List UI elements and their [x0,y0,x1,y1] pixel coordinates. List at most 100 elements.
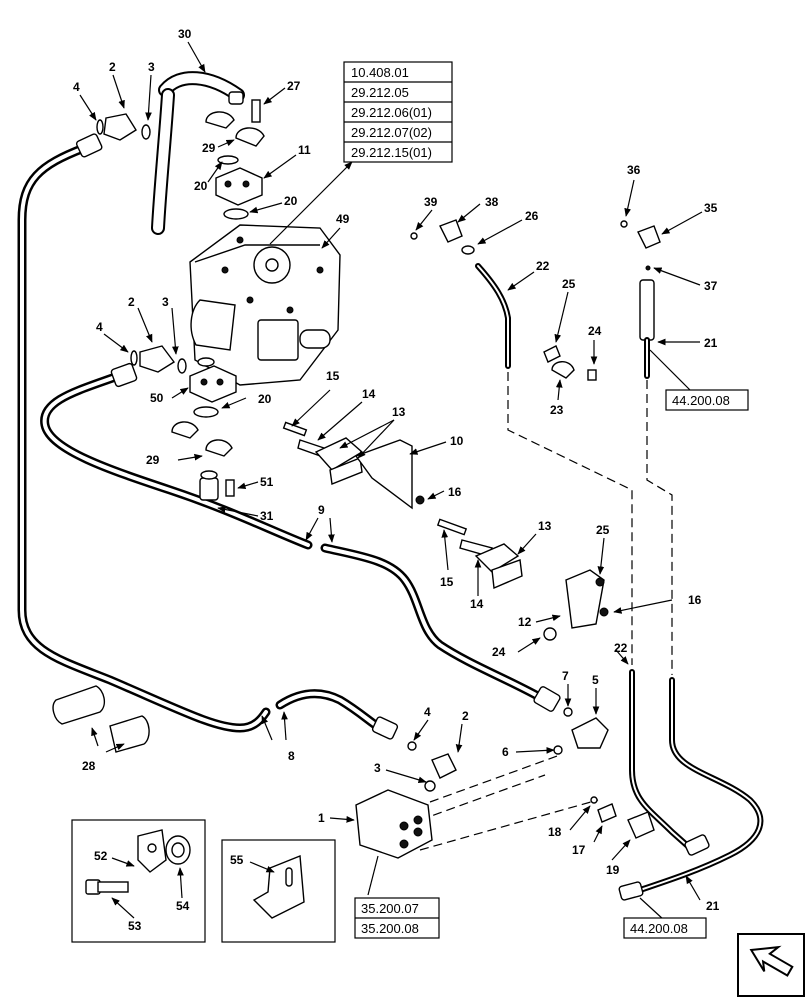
hose-9-upper [40,371,550,705]
callout: 51 [260,475,274,489]
callout: 16 [688,593,702,607]
callout: 38 [485,195,499,209]
callout: 13 [538,519,552,533]
ref-top-2: 29.212.06(01) [351,105,432,120]
ref-box-top: 10.408.01 29.212.05 29.212.06(01) 29.212… [343,61,453,163]
callout: 55 [230,853,244,867]
callout: 3 [374,761,381,775]
callout: 35 [704,201,718,215]
ref-box-right-bottom: 44.200.08 [623,917,707,939]
callout: 22 [614,641,628,655]
hose-9-fittings [110,362,561,712]
callout: 15 [440,575,454,589]
inset-box-right [221,839,336,943]
callout: 31 [260,509,274,523]
callout: 2 [462,709,469,723]
ref-top-4: 29.212.15(01) [351,145,432,160]
callout: 23 [550,403,564,417]
ref-bottom-0: 35.200.07 [361,901,419,916]
hose-left-long [17,143,271,733]
callout: 50 [150,391,164,405]
callout: 1 [318,811,325,825]
callout: 20 [284,194,298,208]
fitting-31 [199,470,235,501]
callout: 21 [704,336,718,350]
hose-end-fitting [75,133,103,158]
callout: 4 [73,80,80,94]
callout: 29 [146,453,160,467]
callout: 5 [592,673,599,687]
callout: 3 [148,60,155,74]
bracket-assembly-upper [282,421,425,510]
callout: 16 [448,485,462,499]
ref-right-mid: 44.200.08 [672,393,730,408]
callout: 30 [178,27,192,41]
ref-right-bottom: 44.200.08 [630,921,688,936]
callout: 8 [288,749,295,763]
callout: 14 [470,597,484,611]
callout: 28 [82,759,96,773]
routing-dashes [419,372,673,851]
callout: 3 [162,295,169,309]
callout: 53 [128,919,142,933]
callout: 12 [518,615,532,629]
fittings-lower [407,707,655,839]
ref-top-0: 10.408.01 [351,65,409,80]
callout: 19 [606,863,620,877]
callout: 20 [258,392,272,406]
callout: 25 [562,277,576,291]
elbow-fitting-mid [130,345,187,374]
bracket-assembly-lower [436,518,523,590]
sleeve-28 [52,685,150,753]
elbow-fitting-top [96,113,151,141]
clamp-23 [543,345,597,381]
callout: 11 [298,143,311,157]
hose-22-21-lower [618,669,764,901]
callout: 49 [336,212,350,226]
callout: 24 [492,645,506,659]
callout: 29 [202,141,216,155]
callout: 18 [548,825,562,839]
clamp-mid [171,421,233,457]
callout: 7 [562,669,569,683]
leader-lines [79,41,703,921]
callout: 6 [502,745,509,759]
callout: 10 [450,434,464,448]
elbow-fittings-right [410,219,661,271]
ref-box-right-mid: 44.200.08 [665,389,749,411]
callout: 39 [424,195,438,209]
callout: 9 [318,503,325,517]
inset-box-left [71,819,206,943]
callout: 4 [424,705,431,719]
callout: 24 [588,324,602,338]
callout: 2 [128,295,135,309]
hose-21-upper [639,279,655,379]
callout: 2 [109,60,116,74]
callout: 26 [525,209,539,223]
valve-body [355,789,433,859]
callout-labels: 30 2 3 4 27 29 11 20 20 49 39 38 26 22 3… [73,27,720,933]
clamp-top [205,99,265,165]
arrow-nav-icon[interactable] [737,933,805,997]
hose-30 [151,71,245,235]
callout: 20 [194,179,208,193]
bracket-12 [543,569,609,641]
ref-box-bottom: 35.200.07 35.200.08 [354,897,440,939]
callout: 37 [704,279,718,293]
callout: 22 [536,259,550,273]
callout: 52 [94,849,108,863]
port-block-top [215,167,263,220]
callout: 21 [706,899,720,913]
ref-top-1: 29.212.05 [351,85,409,100]
callout: 25 [596,523,610,537]
callout: 15 [326,369,340,383]
port-block-mid [189,357,237,418]
hose-22-upper [475,263,511,369]
hose-8-lower [275,689,399,740]
ref-bottom-1: 35.200.08 [361,921,419,936]
callout: 27 [287,79,301,93]
callout: 17 [572,843,586,857]
callout: 13 [392,405,406,419]
